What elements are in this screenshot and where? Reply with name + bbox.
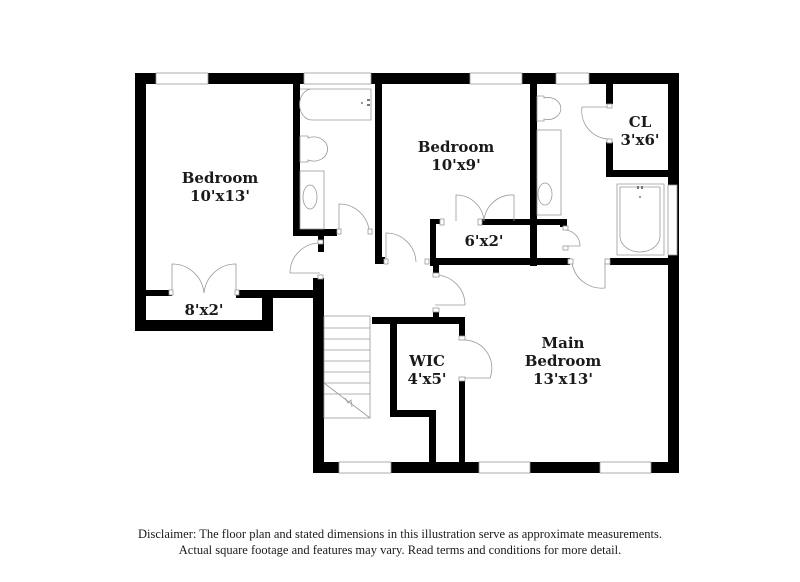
toilet-icon (299, 135, 328, 163)
room-dims-main-bedroom: 13'x13' (533, 370, 593, 388)
door-swing (434, 274, 466, 306)
room-dims-bedroom-1: 10'x13' (190, 187, 250, 205)
room-label-bedroom-2: Bedroom (418, 138, 495, 156)
window-bedroom1 (155, 72, 209, 85)
door-swing (461, 339, 493, 379)
room-label-wic: WIC (408, 352, 445, 370)
door-swing (171, 263, 205, 294)
door-swing (571, 262, 606, 289)
window-bath2 (555, 72, 590, 85)
bathtub-icon (299, 88, 372, 121)
toilet-icon-2 (536, 95, 562, 122)
room-dims-wic: 4'x5' (407, 370, 446, 388)
door-swing (338, 203, 370, 231)
stairs (323, 315, 371, 419)
window-tub2 (667, 184, 678, 256)
disclaimer-line-2: Actual square footage and features may v… (178, 543, 622, 557)
room-label-main-bedroom-2: Bedroom (525, 352, 602, 370)
room-dims-bedroom-2-closet: 6'x2' (464, 232, 503, 250)
window-hall-bottom (338, 461, 392, 474)
room-label-main-bedroom-1: Main (542, 334, 585, 352)
door-swing (203, 263, 237, 294)
window-main2 (599, 461, 652, 474)
door-swing (289, 242, 321, 274)
walls (135, 73, 679, 473)
room-labels: Bedroom 10'x13' 8'x2' Bedroom 10'x9' 6'x… (182, 113, 660, 388)
door-swing (385, 232, 417, 263)
room-label-bedroom-1: Bedroom (182, 169, 259, 187)
room-dims-bedroom-2: 10'x9' (431, 156, 480, 174)
window-bath1 (303, 72, 372, 85)
window-bedroom2 (469, 72, 523, 85)
room-dims-bedroom-1-closet: 8'x2' (184, 301, 223, 319)
room-label-closet: CL (629, 113, 652, 131)
doors (168, 103, 613, 382)
disclaimer-line-1: Disclaimer: The floor plan and stated di… (138, 527, 662, 541)
window-main1 (478, 461, 531, 474)
fixtures (299, 88, 665, 256)
door-swing (455, 194, 485, 222)
sink-icon-2 (537, 182, 553, 206)
windows (155, 72, 678, 474)
sink-icon (302, 184, 318, 210)
door-swing (581, 106, 610, 140)
door-swing (565, 229, 581, 247)
room-dims-closet: 3'x6' (620, 131, 659, 149)
door-swing (483, 194, 515, 222)
